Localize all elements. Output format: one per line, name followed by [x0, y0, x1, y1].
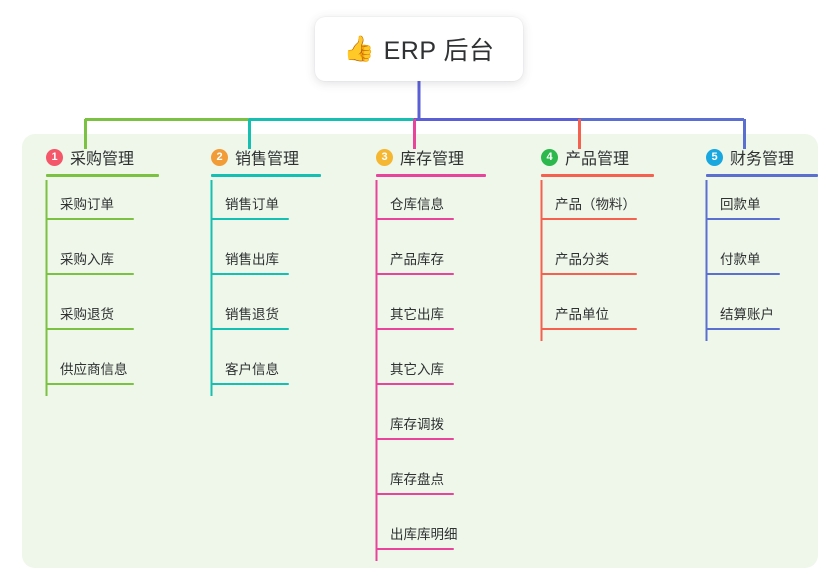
- list-item-label: 产品（物料）: [555, 197, 636, 212]
- list-item[interactable]: 产品分类: [529, 232, 654, 287]
- list-item-rule: [541, 328, 637, 330]
- column-title: 采购管理: [70, 151, 135, 168]
- thumbs-up-icon: 👍: [343, 34, 375, 63]
- list-item-label: 结算账户: [720, 307, 774, 322]
- list-item-rule: [376, 493, 454, 495]
- badge-number-icon: 5: [706, 148, 723, 166]
- badge-number-icon: 4: [541, 148, 558, 166]
- list-item[interactable]: 产品单位: [529, 287, 654, 342]
- badge-number-icon: 2: [211, 148, 228, 166]
- list-item-rule: [706, 273, 780, 275]
- list-item[interactable]: 产品库存: [364, 232, 486, 287]
- column-item-list: 仓库信息产品库存其它出库其它入库库存调拨库存盘点出库库明细: [364, 177, 486, 562]
- root-title: ERP 后台: [383, 37, 495, 65]
- column-header-rule: [376, 174, 486, 177]
- list-item-label: 其它入库: [390, 362, 444, 377]
- list-item[interactable]: 采购订单: [34, 177, 159, 232]
- badge-number-icon: 3: [376, 148, 393, 166]
- list-item-rule: [541, 273, 637, 275]
- list-item-label: 库存盘点: [390, 472, 444, 487]
- list-item-rule: [706, 218, 780, 220]
- column-title: 销售管理: [235, 151, 300, 168]
- root-node[interactable]: 👍 ERP 后台: [315, 17, 523, 81]
- list-item-rule: [46, 383, 134, 385]
- list-item-label: 出库库明细: [390, 527, 458, 542]
- list-item-rule: [376, 438, 454, 440]
- column-header-rule: [706, 174, 818, 177]
- column-header-4[interactable]: 4 产品管理: [529, 146, 654, 168]
- list-item-rule: [541, 218, 637, 220]
- list-item[interactable]: 销售出库: [199, 232, 321, 287]
- column-财务管理: 5 财务管理回款单付款单结算账户: [694, 146, 818, 342]
- column-item-list: 采购订单采购入库采购退货供应商信息: [34, 177, 159, 397]
- column-item-list: 回款单付款单结算账户: [694, 177, 818, 342]
- list-item-label: 采购退货: [60, 307, 114, 322]
- list-item[interactable]: 供应商信息: [34, 342, 159, 397]
- list-item-label: 产品单位: [555, 307, 609, 322]
- column-库存管理: 3 库存管理仓库信息产品库存其它出库其它入库库存调拨库存盘点出库库明细: [364, 146, 486, 562]
- list-item-rule: [706, 328, 780, 330]
- list-item-rule: [211, 218, 289, 220]
- list-item[interactable]: 采购退货: [34, 287, 159, 342]
- badge-number-icon: 1: [46, 148, 63, 166]
- list-item-rule: [376, 383, 454, 385]
- list-item-rule: [211, 328, 289, 330]
- list-item-label: 采购入库: [60, 252, 114, 267]
- list-item-label: 销售出库: [225, 252, 279, 267]
- list-item-rule: [376, 548, 454, 550]
- list-item-rule: [376, 273, 454, 275]
- list-item-label: 付款单: [720, 252, 761, 267]
- list-item-label: 回款单: [720, 197, 761, 212]
- list-item-label: 采购订单: [60, 197, 114, 212]
- list-item-label: 仓库信息: [390, 197, 444, 212]
- column-title: 产品管理: [565, 151, 630, 168]
- list-item-rule: [376, 218, 454, 220]
- column-header-rule: [541, 174, 654, 177]
- list-item[interactable]: 仓库信息: [364, 177, 486, 232]
- list-item[interactable]: 出库库明细: [364, 507, 486, 562]
- column-title: 库存管理: [400, 151, 465, 168]
- list-item[interactable]: 销售订单: [199, 177, 321, 232]
- diagram-panel: [22, 134, 818, 568]
- list-item[interactable]: 销售退货: [199, 287, 321, 342]
- list-item-label: 销售退货: [225, 307, 279, 322]
- list-item[interactable]: 采购入库: [34, 232, 159, 287]
- list-item-rule: [376, 328, 454, 330]
- list-item[interactable]: 其它出库: [364, 287, 486, 342]
- column-item-list: 销售订单销售出库销售退货客户信息: [199, 177, 321, 397]
- list-item[interactable]: 产品（物料）: [529, 177, 654, 232]
- column-header-2[interactable]: 2 销售管理: [199, 146, 321, 168]
- list-item-label: 销售订单: [225, 197, 279, 212]
- list-item[interactable]: 其它入库: [364, 342, 486, 397]
- column-销售管理: 2 销售管理销售订单销售出库销售退货客户信息: [199, 146, 321, 397]
- list-item-label: 客户信息: [225, 362, 279, 377]
- column-header-rule: [211, 174, 321, 177]
- column-header-1[interactable]: 1 采购管理: [34, 146, 159, 168]
- list-item-rule: [46, 218, 134, 220]
- list-item[interactable]: 结算账户: [694, 287, 818, 342]
- column-item-list: 产品（物料） 产品分类产品单位: [529, 177, 654, 342]
- list-item-label: 库存调拨: [390, 417, 444, 432]
- list-item-label: 产品库存: [390, 252, 444, 267]
- list-item-rule: [211, 273, 289, 275]
- list-item[interactable]: 付款单: [694, 232, 818, 287]
- column-header-5[interactable]: 5 财务管理: [694, 146, 818, 168]
- list-item[interactable]: 客户信息: [199, 342, 321, 397]
- column-header-rule: [46, 174, 159, 177]
- list-item[interactable]: 回款单: [694, 177, 818, 232]
- list-item-label: 产品分类: [555, 252, 609, 267]
- column-产品管理: 4 产品管理产品（物料） 产品分类产品单位: [529, 146, 654, 342]
- list-item-rule: [46, 273, 134, 275]
- list-item[interactable]: 库存调拨: [364, 397, 486, 452]
- column-header-3[interactable]: 3 库存管理: [364, 146, 486, 168]
- list-item-rule: [211, 383, 289, 385]
- list-item-label: 其它出库: [390, 307, 444, 322]
- column-采购管理: 1 采购管理采购订单采购入库采购退货供应商信息: [34, 146, 159, 397]
- column-title: 财务管理: [730, 151, 795, 168]
- list-item-label: 供应商信息: [60, 362, 128, 377]
- list-item-rule: [46, 328, 134, 330]
- list-item[interactable]: 库存盘点: [364, 452, 486, 507]
